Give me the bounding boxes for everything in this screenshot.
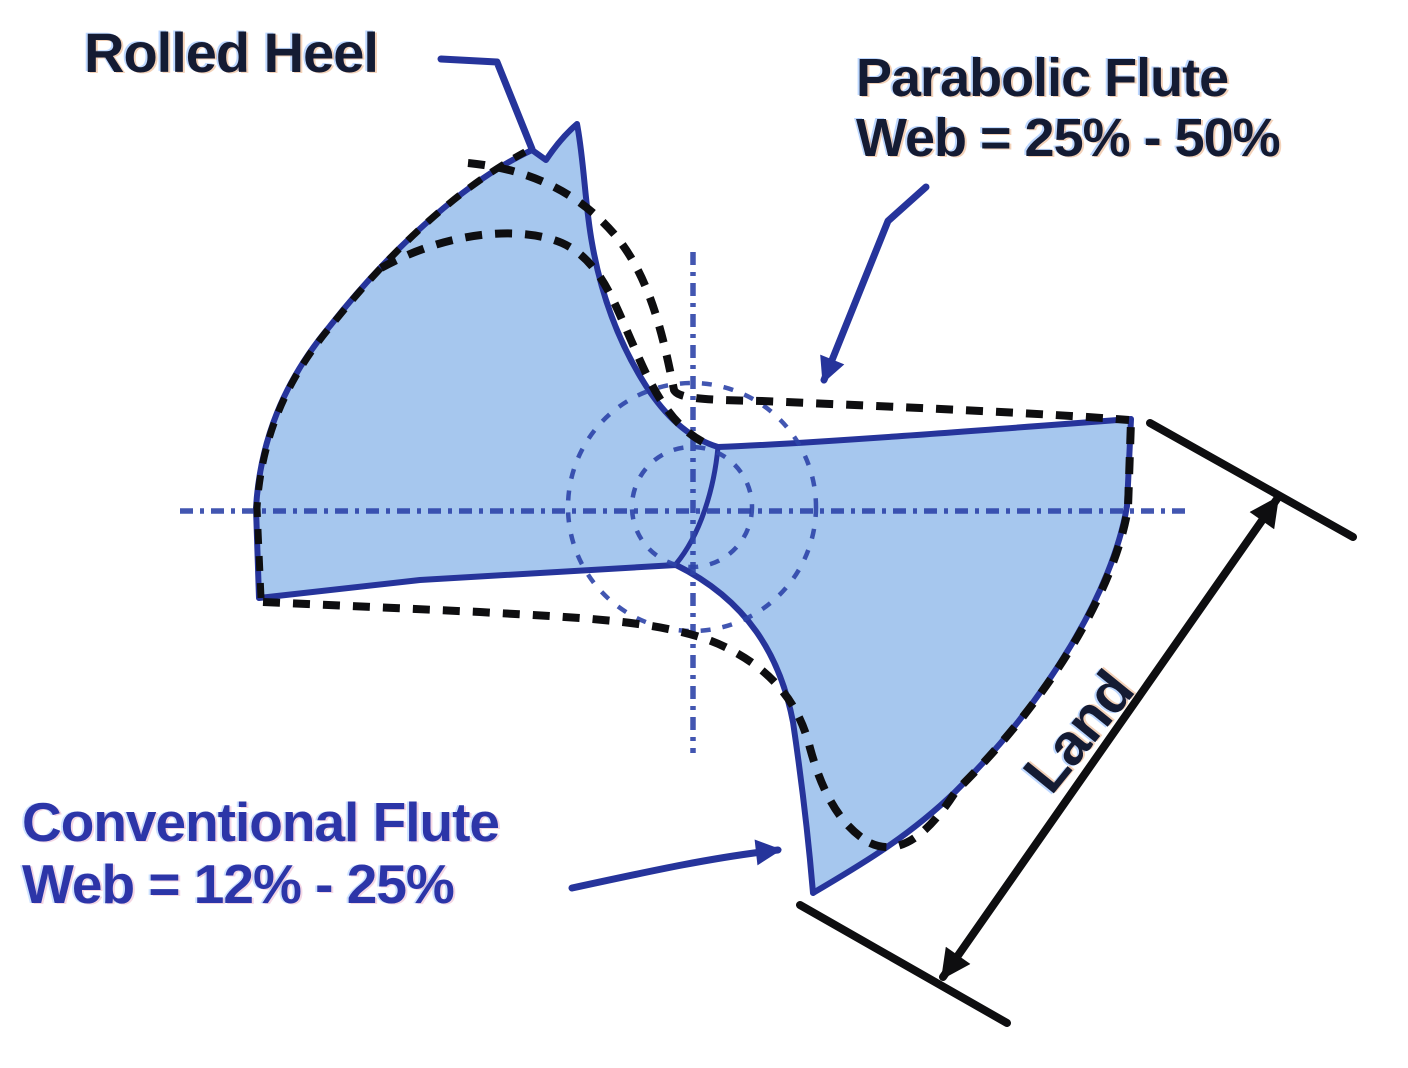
- dashed-left-edge-overlay: [253, 148, 527, 599]
- conventional-flute-label-line1: Conventional Flute: [22, 791, 500, 853]
- parabolic-flute-arrow: [820, 183, 930, 384]
- web-min-circle: [629, 444, 755, 570]
- land-extension-line-top: [1146, 419, 1357, 541]
- land-dimension-arrow: [939, 495, 1281, 981]
- parabolic-flute-label: Parabolic Flute Web = 25% - 50%: [856, 48, 1281, 169]
- conventional-flute-label-line2: Web = 12% - 25%: [22, 852, 455, 915]
- conventional-flute-arrow: [568, 839, 782, 892]
- parabolic-flute-label-line2: Web = 25% - 50%: [856, 108, 1281, 169]
- land-extension-line-bottom: [796, 901, 1011, 1027]
- conventional-flute-dashed-curve-upper: [379, 229, 709, 448]
- web-junction-line: [673, 444, 721, 567]
- parabolic-flute-label-line1: Parabolic Flute: [856, 48, 1229, 108]
- parabolic-flute-dashed-curve-upper: [467, 159, 1130, 424]
- rolled-heel-leader-line: [437, 55, 536, 153]
- conventional-flute-label: Conventional Flute Web = 12% - 25%: [22, 791, 500, 915]
- rolled-heel-label: Rolled Heel: [84, 21, 379, 84]
- web-max-circle: [565, 380, 819, 634]
